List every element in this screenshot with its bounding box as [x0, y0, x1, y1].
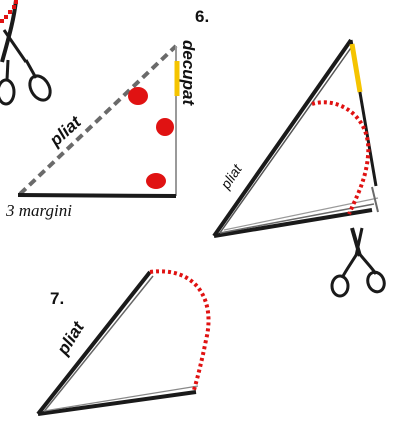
- panel-5: pliat decupat 3 margini: [0, 0, 198, 220]
- panel-7: 7. pliat: [36, 269, 211, 416]
- fold-label: pliat: [53, 317, 89, 359]
- triangle-folded: [212, 38, 379, 238]
- margins-label: 3 margini: [5, 201, 72, 220]
- step-number: 7.: [50, 289, 64, 308]
- triangle-folded: [17, 44, 180, 198]
- cut-path-dots: [311, 100, 371, 215]
- panel-6: 6. pliat: [195, 7, 386, 298]
- cut-path-dots: [149, 269, 211, 391]
- red-circles: [128, 87, 174, 189]
- scissors-icon: [0, 0, 52, 106]
- triangle-folded: [36, 270, 199, 416]
- step-number: 6.: [195, 7, 209, 26]
- fold-label: pliat: [45, 112, 85, 151]
- fold-label: pliat: [217, 161, 246, 193]
- scissors-icon: [330, 227, 386, 298]
- cut-label: decupat: [179, 40, 198, 107]
- cut-path-dots: [0, 0, 18, 23]
